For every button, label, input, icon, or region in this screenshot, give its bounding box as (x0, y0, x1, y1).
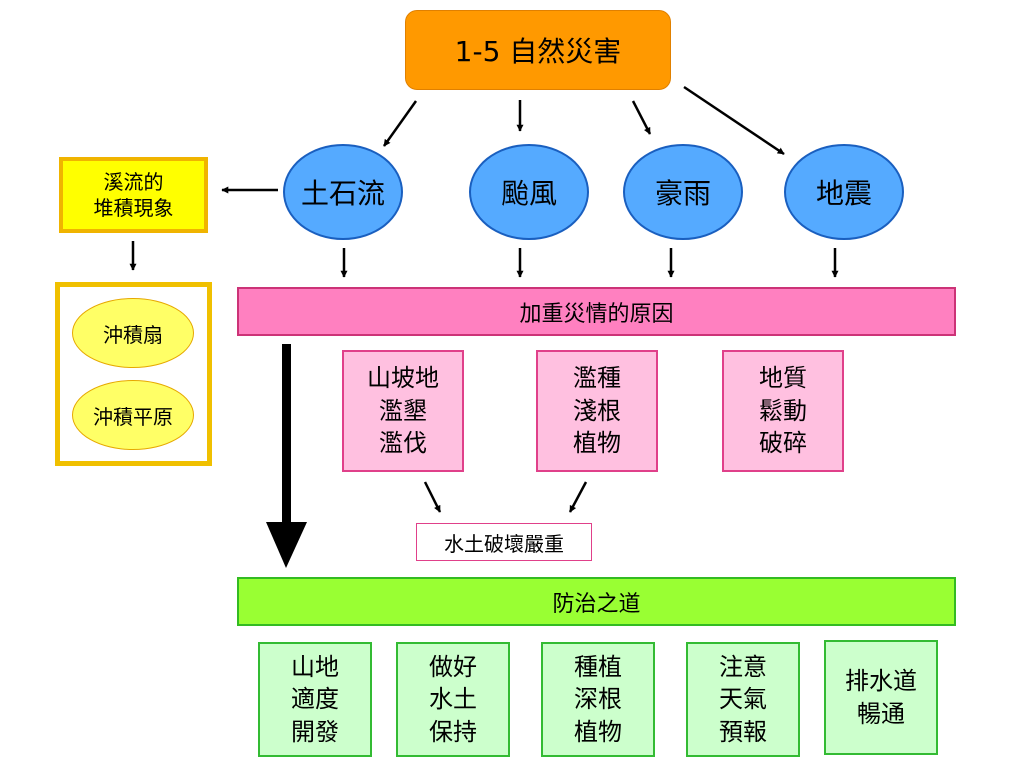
disaster-debris-flow: 土石流 (283, 144, 403, 240)
prevention-soil-conservation: 做好 水土 保持 (396, 642, 510, 757)
deposition-label: 溪流的 堆積現象 (59, 157, 208, 233)
prevention-weather-forecast: 注意 天氣 預報 (686, 642, 800, 757)
prevention-drainage: 排水道 暢通 (824, 640, 938, 755)
arrow-roots-to-result (568, 481, 588, 513)
big-arrow-shaft (282, 344, 291, 524)
prevention-header: 防治之道 (237, 577, 956, 626)
cause-slope-overdevelopment: 山坡地 濫墾 濫伐 (342, 350, 464, 472)
alluvial-fan: 沖積扇 (72, 298, 194, 368)
disaster-heavy-rain: 豪雨 (623, 144, 743, 240)
cause-loose-geology: 地質 鬆動 破碎 (722, 350, 844, 472)
prevention-deep-roots: 種植 深根 植物 (541, 642, 655, 757)
disaster-typhoon: 颱風 (469, 144, 589, 240)
arrow-title-to-heavy-rain (631, 100, 652, 135)
cause-result: 水土破壞嚴重 (416, 523, 592, 561)
arrow-title-to-earthquake (683, 85, 785, 156)
causes-header: 加重災情的原因 (237, 287, 956, 336)
arrow-title-to-debris-flow (382, 100, 418, 147)
big-arrow-head (266, 522, 307, 568)
cause-shallow-roots: 濫種 淺根 植物 (536, 350, 658, 472)
prevention-moderate-development: 山地 適度 開發 (258, 642, 372, 757)
arrow-slope-to-result (423, 481, 442, 513)
disaster-earthquake: 地震 (784, 144, 904, 240)
alluvial-plain: 沖積平原 (72, 380, 194, 450)
diagram-title: 1-5 自然災害 (405, 10, 671, 90)
